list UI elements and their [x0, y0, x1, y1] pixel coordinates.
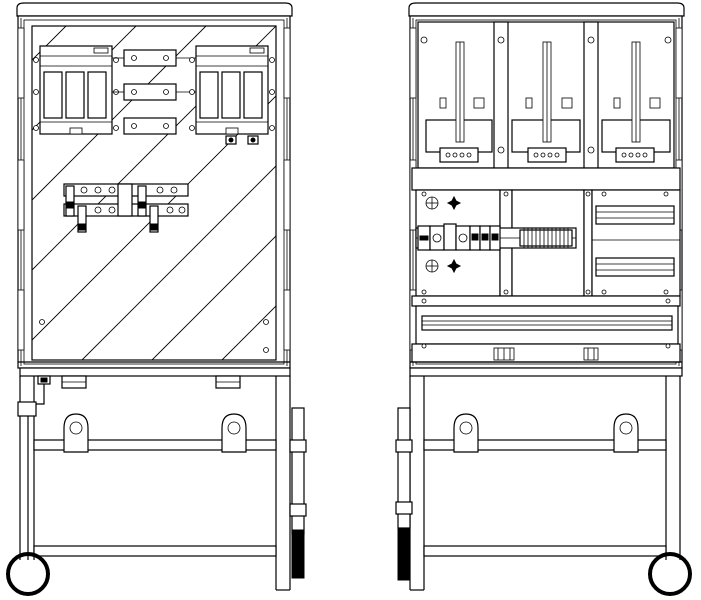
- left-fuse-switch-2: [189, 45, 275, 145]
- cable-bellows: [519, 228, 573, 248]
- left-cover-screw: [263, 319, 269, 325]
- lower-section: [410, 295, 682, 363]
- left-base-frame: [6, 367, 307, 596]
- transparent-cover: [31, 25, 277, 361]
- meter-panels: [417, 21, 675, 169]
- left-roof: [16, 2, 293, 17]
- left-cabinet: [6, 2, 307, 596]
- right-cabinet: [395, 2, 692, 596]
- left-terminal-bars: [63, 183, 189, 233]
- distribution-section: [411, 167, 681, 297]
- right-base-frame: [395, 367, 692, 596]
- left-cover-screw: [39, 319, 45, 325]
- right-roof: [408, 2, 685, 17]
- left-fuse-switch-1: [33, 45, 119, 135]
